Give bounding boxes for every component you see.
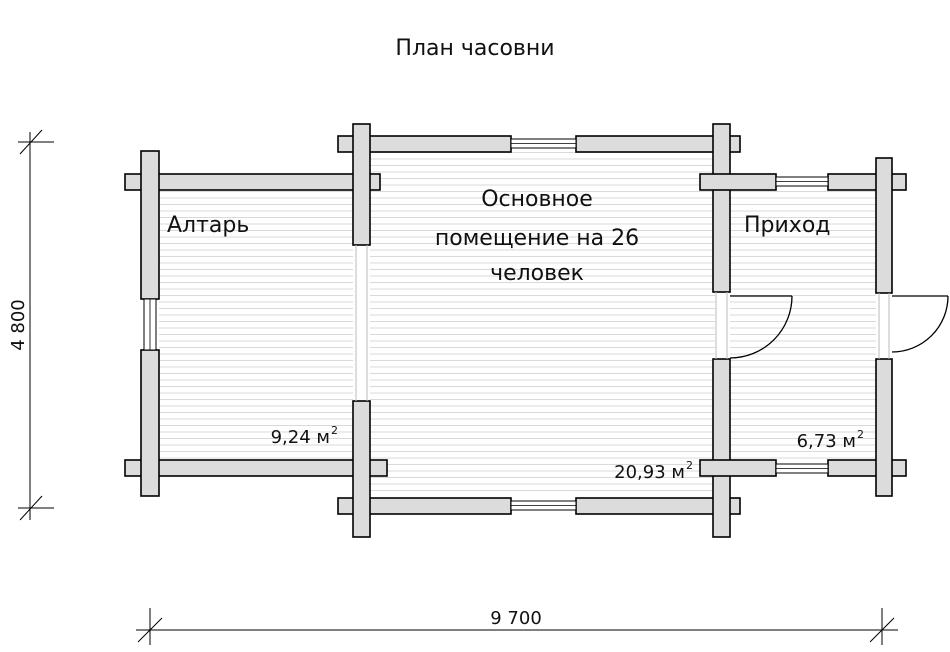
wall-entry-top-left [699, 173, 777, 191]
wall-entry-bottom-right [827, 459, 907, 477]
openings [355, 245, 890, 401]
room-label-main-line-1: Основное [481, 187, 593, 212]
wall-partition-right-lower [712, 358, 731, 538]
area-main: 20,93 м 2 [614, 459, 693, 483]
dimension-height-label: 4 800 [8, 299, 29, 351]
floor-entry [730, 190, 876, 460]
room-label-entry: Приход [744, 213, 831, 238]
wall-entry-right-lower [875, 358, 893, 497]
floor-main [370, 152, 715, 491]
wall-partition-left-upper [352, 123, 371, 246]
walls [124, 123, 907, 538]
wall-altar-bottom [124, 459, 388, 477]
dimension-width [136, 608, 898, 645]
area-label-entry: 6,73 м [797, 431, 856, 452]
wall-partition-left-lower [352, 400, 371, 538]
wall-altar-left-lower [140, 349, 160, 497]
wall-altar-left-upper [140, 150, 160, 300]
area-entry: 6,73 м 2 [797, 428, 864, 452]
area-altar: 9,24 м 2 [271, 424, 338, 448]
area-label-altar: 9,24 м [271, 427, 330, 448]
wall-partition-right-upper [712, 123, 731, 293]
floor-altar [159, 190, 353, 460]
room-label-main-line-3: человек [490, 261, 584, 286]
wall-entry-bottom-left [699, 459, 777, 477]
plan-title: План часовни [395, 36, 554, 61]
room-label-main-line-2: помещение на 26 [435, 226, 639, 251]
room-label-altar: Алтарь [167, 213, 249, 238]
doors [729, 295, 949, 359]
windows [143, 138, 829, 511]
area-label-main: 20,93 м [614, 462, 685, 483]
area-label-entry-sup: 2 [857, 428, 864, 441]
door-outer [891, 295, 949, 353]
wall-altar-top [124, 173, 381, 191]
dimension-height [18, 129, 54, 521]
floor-areas [159, 152, 876, 491]
door-inner [729, 295, 793, 359]
wall-entry-top-right [827, 173, 907, 191]
area-label-altar-sup: 2 [331, 424, 338, 437]
wall-entry-right-upper [875, 157, 893, 294]
area-label-main-sup: 2 [686, 459, 693, 472]
dimension-width-label: 9 700 [490, 608, 542, 629]
